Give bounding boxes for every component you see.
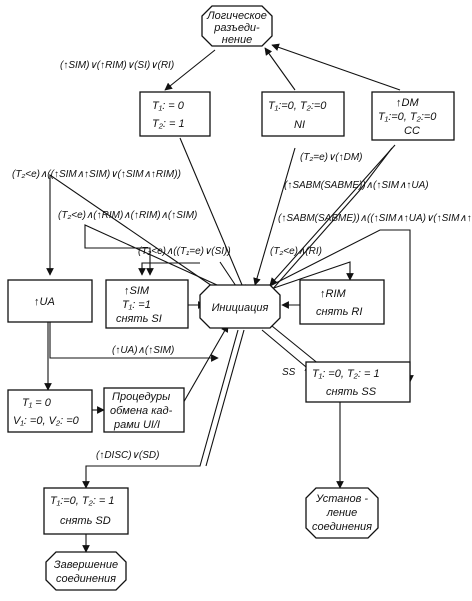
node-text: T₁:=0, T₂:=0 (378, 111, 437, 123)
node-text: Установ - (315, 493, 368, 505)
node-text: T₁:=0, T₂:=0 (268, 100, 327, 112)
edge-init-to-rim (267, 261, 354, 291)
node-text: соединения (312, 521, 372, 533)
label-ua-sim: (↑UA)∧(↑SIM) (112, 345, 174, 356)
node-t1-0-t2-1: T₁: = 0 T₂: = 1 (139, 91, 211, 137)
node-text: T₁: =1 (122, 299, 151, 311)
edge-init-to-ss-long (267, 229, 414, 383)
label-ss: SS (282, 367, 296, 378)
node-procedures: Процедуры обмена кад- рами UI/I (103, 387, 185, 433)
node-text: NI (294, 119, 305, 131)
label-rim-line: (T₂<e)∧(↑RIM)∧(↑RIM)∧(↑SIM) (58, 210, 197, 221)
label-t2-ri: (T₂<e)∧(RI) (270, 246, 322, 257)
edge-init-to-ua (46, 173, 216, 289)
node-text: соединения (56, 573, 116, 585)
node-text: нение (222, 34, 252, 46)
edge-cc-to-init (269, 144, 396, 286)
edge-ni-to-sep (264, 47, 296, 91)
node-text: рами UI/I (113, 419, 160, 431)
node-text: T₁:=0, T₂: = 1 (50, 495, 115, 507)
edge-sep-to-t1t2 (164, 49, 216, 91)
node-ss: T₁: =0, T₂: = 1 снять SS (305, 361, 411, 403)
node-text: Логическое (206, 10, 267, 22)
node-text: снять SI (116, 313, 162, 325)
node-text: ↑RIM (320, 288, 347, 300)
node-text: Процедуры (112, 391, 170, 403)
node-sd: T₁:=0, T₂: = 1 снять SD (43, 487, 129, 535)
node-dm: ↑DM T₁:=0, T₂:=0 CC (371, 91, 455, 141)
node-text: V₁: =0, V₂: =0 (13, 415, 80, 427)
node-text: CC (404, 125, 420, 137)
node-text: ↑DM (396, 97, 419, 109)
edge-ss-back (271, 325, 321, 366)
edge-init-to-sd-2 (205, 329, 245, 467)
node-text: ↑SIM (124, 285, 150, 297)
edge-sim-loop (138, 262, 200, 276)
edge-init-to-ss (261, 329, 313, 373)
edge-ua-to-init (49, 322, 219, 362)
node-text: снять SD (60, 515, 111, 527)
node-text: T₁ = 0 (22, 397, 52, 409)
node-text: Завершение (54, 559, 118, 571)
node-text: T₂: = 1 (152, 118, 185, 130)
label-t2-dm: (T₂=e)∨(↑DM) (300, 152, 363, 163)
node-text: ление (326, 507, 358, 519)
node-text: обмена кад- (110, 405, 173, 417)
edge-init-to-sim (84, 224, 229, 291)
node-initiation: Инициация (199, 284, 281, 329)
node-logical-separation: Логическое разъеди- нение (201, 5, 273, 47)
node-established: Установ - ление соединения (305, 487, 379, 539)
edge-labels: (↑SIM)∨(↑RIM)∨(SI)∨(RI) (T₂=e)∨(↑DM) (T₂… (12, 60, 472, 461)
label-sabm-right: (↑SABM(SABME))∧(↑SIM∧↑UA) (284, 180, 429, 191)
node-text: T₁: =0, T₂: = 1 (312, 368, 380, 380)
label-sim-line: (T₂<e)∧((T₁=e)∨(SI)) (138, 246, 231, 257)
node-text: снять RI (316, 306, 362, 318)
label-disc-sd: (↑DISC)∨(SD) (96, 450, 159, 461)
node-text: снять SS (326, 386, 377, 398)
node-text: T₁: = 0 (152, 100, 185, 112)
node-ni: T₁:=0, T₂:=0 NI (261, 91, 345, 137)
node-t1-0-v: T₁ = 0 V₁: =0, V₂: =0 (7, 389, 93, 433)
edge-sabm-right-up (359, 147, 393, 191)
node-text: разъеди- (213, 22, 260, 34)
edge-proc-to-init (181, 324, 229, 406)
label-top: (↑SIM)∨(↑RIM)∨(SI)∨(RI) (60, 60, 174, 71)
node-text: Инициация (212, 302, 269, 314)
node-sim: ↑SIM T₁: =1 снять SI (105, 279, 189, 329)
node-text: ↑UA (34, 296, 55, 308)
edge-t1t2-to-init (179, 137, 246, 293)
node-ua: ↑UA (7, 279, 93, 323)
edge-init-to-sd (82, 329, 239, 489)
node-rim: ↑RIM снять RI (299, 279, 385, 325)
edge-ni-to-init (253, 147, 296, 286)
edge-sabm-right (262, 189, 361, 301)
label-ua-line: (T₂<e)∧((↑SIM∧↑SIM)∨(↑SIM∧↑RIM)) (12, 169, 181, 180)
edge-cc-to-sep (271, 43, 401, 91)
node-completion: Завершение соединения (45, 551, 127, 591)
connectors (44, 43, 414, 553)
label-sabm-long: (↑SABM(SABME))∧((↑SIM∧↑UA)∨(↑SIM∧↑RIM)) (278, 213, 472, 224)
